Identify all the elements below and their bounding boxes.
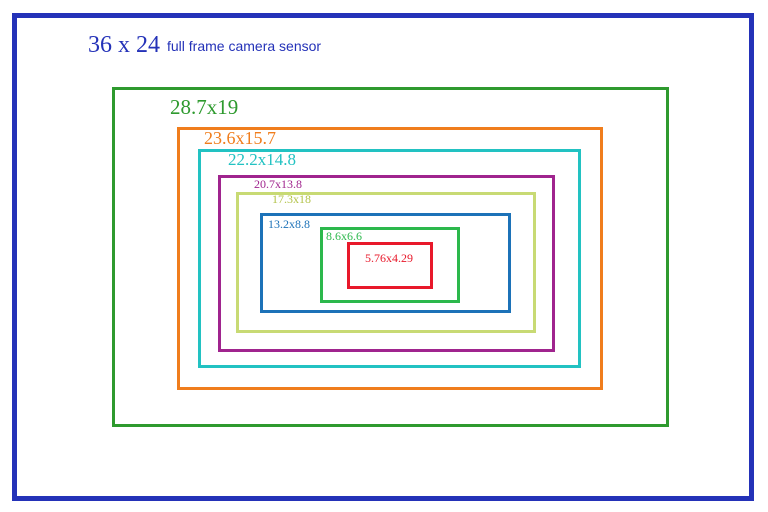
sensor-rect-8-6x6-6 [320, 227, 460, 303]
sensor-rect-20-7x13-8 [218, 175, 555, 352]
sensor-rect-23-6x15-7 [177, 127, 603, 390]
full-frame-description-label: full frame camera sensor [167, 38, 322, 54]
sensor-rect-13-2x8-8 [260, 213, 511, 313]
sensor-rect-22-2x14-8 [198, 149, 581, 368]
sensor-label-22-2x14-8: 22.2x14.8 [228, 150, 296, 169]
sensor-label-17-3x18: 17.3x18 [272, 192, 311, 206]
sensor-label-13-2x8-8: 13.2x8.8 [268, 217, 310, 231]
sensor-label-5-76x4-29: 5.76x4.29 [365, 251, 413, 265]
full-frame-sensor-rect [12, 13, 754, 501]
sensor-label-8-6x6-6: 8.6x6.6 [326, 229, 362, 243]
sensor-label-28-7x19: 28.7x19 [170, 95, 239, 119]
sensor-label-23-6x15-7: 23.6x15.7 [204, 128, 276, 148]
sensor-rect-5-76x4-29 [347, 242, 433, 289]
sensor-label-20-7x13-8: 20.7x13.8 [254, 177, 302, 191]
sensor-rect-28-7x19 [112, 87, 669, 427]
full-frame-size-label: 36 x 24 [88, 32, 160, 58]
sensor-rect-17-3x18 [236, 192, 536, 333]
